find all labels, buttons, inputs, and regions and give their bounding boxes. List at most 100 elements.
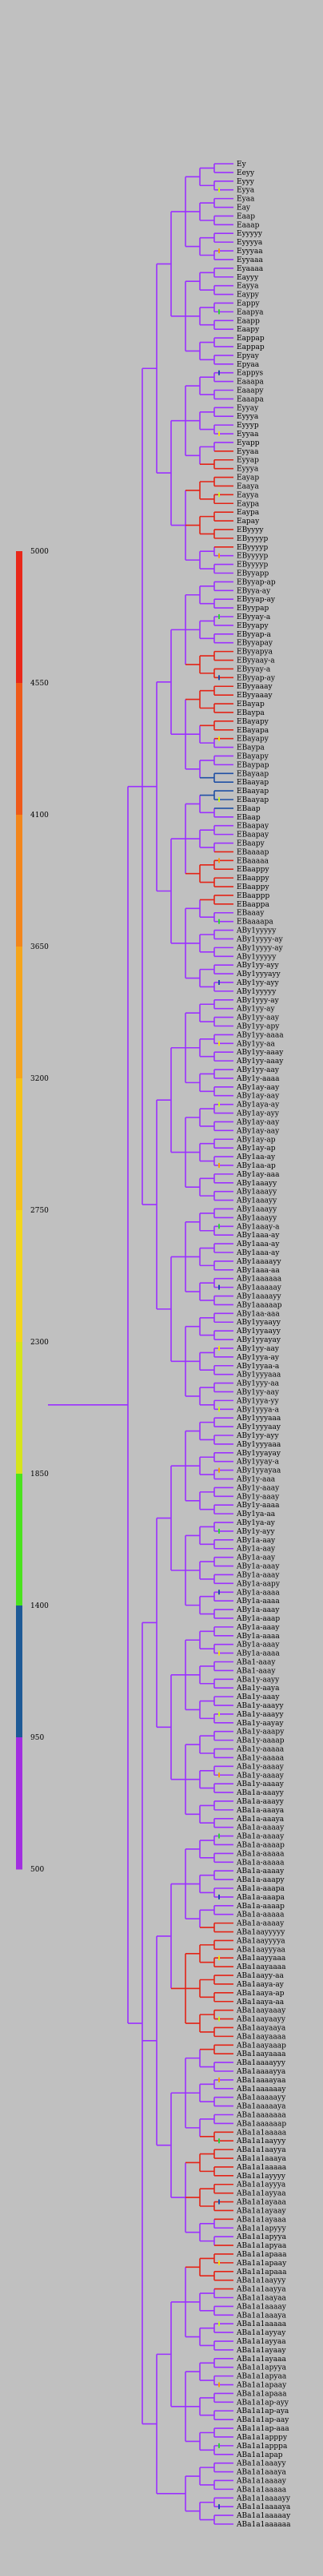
- leaf-label: Eaaapa: [237, 379, 264, 387]
- leaf-label: EByyyy: [237, 526, 264, 534]
- leaf-label: ABa1a1aaaay: [236, 2477, 287, 2485]
- leaf-label: ABy1ay-aay: [236, 1093, 280, 1101]
- leaf-label: ABa1a1aaaay: [236, 2303, 287, 2311]
- leaf-label: EBaap: [237, 814, 261, 822]
- leaf-label: ABy1yy-aay: [236, 1345, 280, 1353]
- leaf-label: ABa1a-aaaay: [236, 1833, 285, 1841]
- color-scale-band: [16, 1078, 22, 1211]
- leaf-label: EBaaaaa: [237, 857, 269, 865]
- leaf-label: ABy1aaa-ay: [236, 1232, 280, 1240]
- leaf-label: ABy1a-aaaa: [236, 1598, 280, 1606]
- leaf-label: ABa1a1apyyy: [236, 2225, 287, 2233]
- leaf-label: ABy1yya-yy: [236, 1397, 280, 1405]
- leaf-label: EByyyyp: [237, 535, 269, 543]
- leaf-label: ABa1y-aaayy: [236, 1702, 285, 1710]
- leaf-label: ABy1a-aay: [236, 1537, 276, 1545]
- leaf-label: EByyyyp: [237, 553, 269, 561]
- leaf-label: ABy1yyyayy: [236, 970, 281, 978]
- leaf-label: ABa1a1aayaa: [236, 2294, 286, 2302]
- leaf-label: ABa1y-aaaay: [236, 1772, 285, 1780]
- leaf-label: ABa1aayaaaa: [236, 2033, 286, 2041]
- leaf-label: ABy1aaaaap: [236, 1301, 282, 1309]
- leaf-label: ABy1yyayaa: [236, 1467, 281, 1475]
- leaf-label: ABa1a1apyya: [236, 2364, 287, 2372]
- leaf-label: ABy1aa-ay: [236, 1153, 276, 1161]
- color-scale-band: [16, 815, 22, 947]
- leaf-label: ABa1a-aaayy: [236, 1789, 285, 1797]
- leaf-label: ABy1yyya-a: [236, 1406, 280, 1414]
- leaf-label: EBaypap: [237, 761, 269, 769]
- leaf-label: ABa1a1apaay: [236, 2260, 287, 2268]
- leaf-label: ABa1a1ayyaa: [236, 2338, 286, 2346]
- leaf-label: ABy1aaayy: [236, 1197, 277, 1205]
- leaf-label: EBaypa: [237, 744, 265, 752]
- leaf-label: ABa1a1aaaya: [236, 2469, 286, 2477]
- leaf-label: ABa1a1aaaaay: [236, 2512, 291, 2520]
- leaf-label: ABa1aaaaaay: [236, 2086, 286, 2094]
- leaf-label: ABy1a-aaay: [236, 1624, 280, 1632]
- leaf-label: ABa1aayyyaa: [236, 1946, 286, 1954]
- leaf-label: ABa1aaaaaya: [236, 2103, 286, 2111]
- color-scale-tick-label: 1850: [30, 1471, 49, 1479]
- color-scale-band: [16, 947, 22, 1079]
- leaf-label: ABy1a-aay: [236, 1546, 276, 1554]
- leaf-label: Eeyy: [237, 169, 255, 177]
- leaf-label: ABa1a1aaaya: [236, 2312, 286, 2320]
- leaf-label: EByyapya: [237, 649, 273, 657]
- leaf-label: ABa1a1ayyyy: [236, 2173, 286, 2181]
- leaf-label: Eyaa: [237, 196, 255, 204]
- leaf-label: Eayya: [237, 491, 259, 499]
- leaf-label: EBayapy: [237, 718, 269, 726]
- leaf-label: Eyyaa: [237, 448, 259, 456]
- leaf-label: ABy1yy-aaaa: [236, 1031, 284, 1039]
- leaf-label: EByyapy: [237, 622, 269, 630]
- leaf-label: ABy1aaayy: [236, 1189, 277, 1197]
- leaf-label: EBaappp: [237, 892, 269, 900]
- leaf-label: ABa1a1ap-aaa: [236, 2425, 289, 2433]
- leaf-label: Eyyaa: [237, 431, 259, 439]
- leaf-label: ABa1aaaaaaa: [236, 2112, 286, 2120]
- color-scale-band: [16, 1474, 22, 1606]
- leaf-label: ABa1aayaayy: [236, 2016, 286, 2024]
- leaf-label: EBaapay: [237, 832, 269, 839]
- leaf-label: ABa1y-aaaaa: [236, 1754, 285, 1762]
- leaf-label: Eaapya: [237, 308, 264, 316]
- leaf-label: Eyyy: [237, 178, 255, 186]
- leaf-label: ABa1a1ayyay: [236, 2329, 286, 2337]
- leaf-label: ABa1a1aaaya: [236, 2155, 286, 2163]
- leaf-label: ABa1aayaaay: [236, 2007, 286, 2015]
- leaf-label: ABa1a1ayaaa: [236, 2199, 286, 2207]
- color-scale-band: [16, 683, 22, 816]
- leaf-label: ABa1aayaaya: [236, 2024, 286, 2032]
- leaf-label: ABa1a1ayyya: [236, 2181, 286, 2189]
- leaf-label: ABy1y-aaay: [236, 1484, 280, 1492]
- leaf-label: EBaappy: [237, 866, 269, 874]
- leaf-label: ABa1a1aayya: [236, 2146, 286, 2154]
- leaf-label: ABa1-aaay: [236, 1658, 276, 1666]
- leaf-label: ABa1y-aaaaa: [236, 1746, 285, 1754]
- leaf-label: ABa1a1apyaa: [236, 2242, 287, 2250]
- leaf-label: Eaapp: [237, 317, 260, 325]
- leaf-label: ABa1-aaay: [236, 1667, 276, 1675]
- leaf-label: ABa1aaya-ay: [236, 1981, 285, 1989]
- leaf-label: Eay: [237, 204, 251, 212]
- leaf-label: Eyapp: [237, 439, 260, 447]
- leaf-label: ABy1yyaayy: [236, 1328, 281, 1336]
- leaf-label: ABa1a1ayaay: [236, 2207, 286, 2215]
- leaf-label: ABy1yyyaaa: [236, 1441, 281, 1449]
- leaf-label: Eyaaaa: [237, 265, 264, 273]
- leaf-label: ABy1yyay-a: [236, 1459, 280, 1467]
- leaf-label: ABa1a-aaaya: [236, 1816, 285, 1824]
- leaf-label: Eappy: [237, 300, 260, 308]
- leaf-label: ABy1yyyy-ay: [236, 944, 284, 952]
- color-scale-tick-label: 950: [30, 1734, 44, 1742]
- leaf-label: ABa1a1aayyy: [236, 2277, 286, 2285]
- leaf-label: ABa1a1apyaa: [236, 2373, 287, 2381]
- leaf-label: ABy1aya-ay: [236, 1101, 280, 1109]
- color-scale-tick-label: 2750: [30, 1207, 49, 1215]
- leaf-label: ABy1yyyaaa: [236, 1371, 281, 1379]
- leaf-label: EBaaaapa: [237, 919, 273, 927]
- leaf-label: ABa1a-aaapa: [236, 1885, 285, 1893]
- leaf-label: EByyap-ap: [237, 578, 276, 586]
- leaf-label: EByyay-a: [237, 613, 271, 621]
